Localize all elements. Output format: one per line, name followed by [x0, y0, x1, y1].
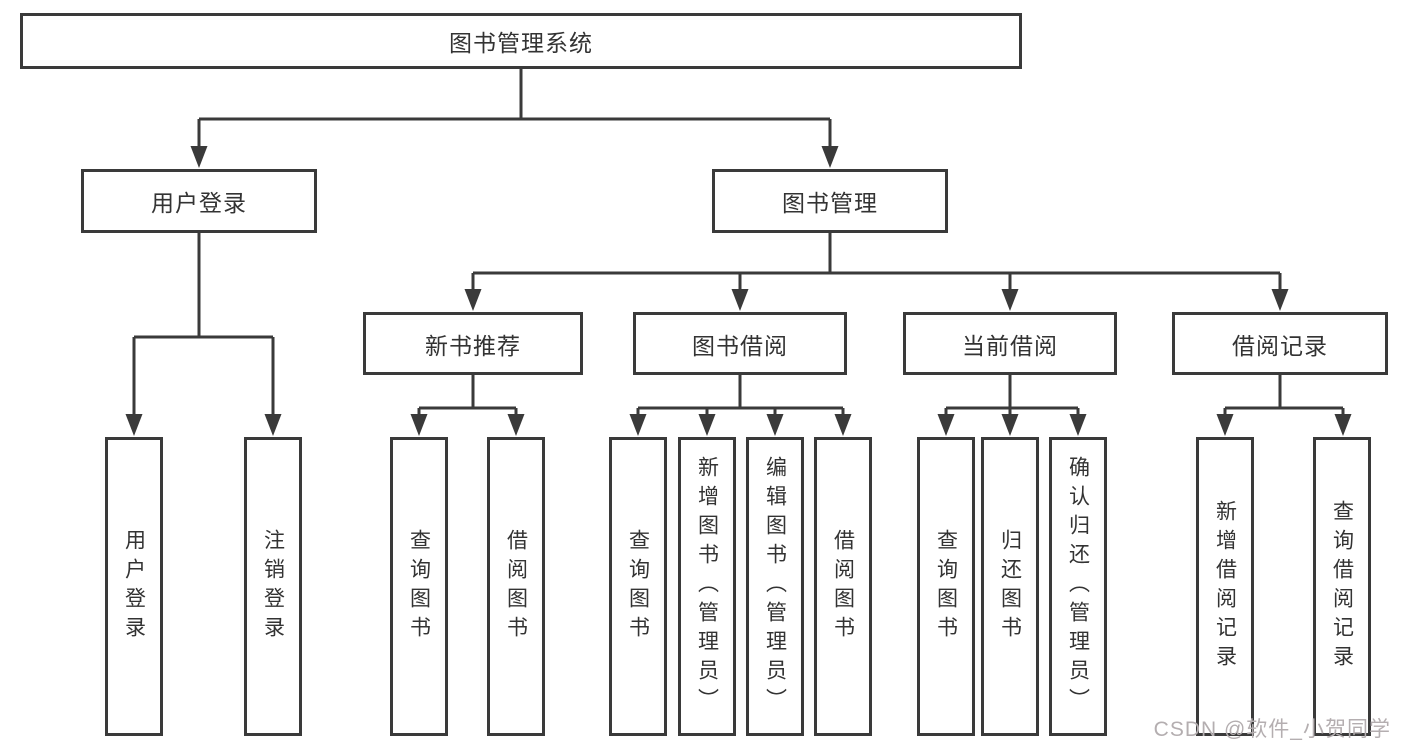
leaf-bb-edit-books-admin-label: 编辑图书（管理员）: [763, 456, 787, 717]
leaf-bb-edit-books-admin: 编辑图书（管理员）: [746, 437, 804, 736]
arrowhead-down-icon: [1001, 414, 1019, 436]
node-book-borrow: 图书借阅: [633, 312, 847, 375]
watermark-text: CSDN @软件_小贺同学: [1153, 718, 1391, 741]
leaf-cb-confirm-return-admin-label: 确认归还（管理员）: [1066, 456, 1090, 717]
leaf-bb-query-books-label: 查询图书: [626, 528, 650, 645]
arrowhead-down-icon: [1334, 414, 1352, 436]
leaf-logout-login-label: 注销登录: [261, 528, 285, 645]
leaf-nbr-query-books: 查询图书: [390, 437, 448, 736]
arrowhead-down-icon: [821, 146, 839, 168]
node-root-label: 图书管理系统: [449, 30, 593, 56]
node-book-borrow-label: 图书借阅: [692, 332, 788, 359]
leaf-br-query-record-label: 查询借阅记录: [1330, 499, 1354, 674]
arrowhead-down-icon: [190, 146, 208, 168]
node-user-login-label: 用户登录: [151, 190, 247, 216]
leaf-cb-confirm-return-admin: 确认归还（管理员）: [1049, 437, 1107, 736]
arrowhead-down-icon: [464, 289, 482, 311]
arrowhead-down-icon: [731, 289, 749, 311]
node-user-login: 用户登录: [81, 169, 317, 233]
node-current-borrow: 当前借阅: [903, 312, 1117, 375]
leaf-cb-return-books: 归还图书: [981, 437, 1039, 736]
node-book-management: 图书管理: [712, 169, 948, 233]
arrowhead-down-icon: [1271, 289, 1289, 311]
leaf-nbr-query-books-label: 查询图书: [407, 528, 431, 645]
leaf-nbr-borrow-books-label: 借阅图书: [504, 528, 528, 645]
node-borrow-records: 借阅记录: [1172, 312, 1388, 375]
arrowhead-down-icon: [1069, 414, 1087, 436]
arrowhead-down-icon: [698, 414, 716, 436]
leaf-bb-query-books: 查询图书: [609, 437, 667, 736]
leaf-bb-borrow-books: 借阅图书: [814, 437, 872, 736]
node-new-book-recommend-label: 新书推荐: [425, 332, 521, 359]
leaf-cb-query-books-label: 查询图书: [934, 528, 958, 645]
arrowhead-down-icon: [125, 414, 143, 436]
leaf-cb-query-books: 查询图书: [917, 437, 975, 736]
arrowhead-down-icon: [410, 414, 428, 436]
leaf-bb-borrow-books-label: 借阅图书: [831, 528, 855, 645]
arrowhead-down-icon: [629, 414, 647, 436]
leaf-bb-add-books-admin-label: 新增图书（管理员）: [695, 456, 719, 717]
leaf-br-add-record: 新增借阅记录: [1196, 437, 1254, 736]
arrowhead-down-icon: [264, 414, 282, 436]
leaf-user-login: 用户登录: [105, 437, 163, 736]
node-new-book-recommend: 新书推荐: [363, 312, 583, 375]
node-root: 图书管理系统: [20, 13, 1022, 69]
arrowhead-down-icon: [937, 414, 955, 436]
leaf-logout-login: 注销登录: [244, 437, 302, 736]
arrowhead-down-icon: [766, 414, 784, 436]
leaf-user-login-label: 用户登录: [122, 528, 146, 645]
leaf-br-query-record: 查询借阅记录: [1313, 437, 1371, 736]
arrowhead-down-icon: [1001, 289, 1019, 311]
node-book-management-label: 图书管理: [782, 190, 878, 216]
leaf-bb-add-books-admin: 新增图书（管理员）: [678, 437, 736, 736]
leaf-br-add-record-label: 新增借阅记录: [1213, 499, 1237, 674]
leaf-nbr-borrow-books: 借阅图书: [487, 437, 545, 736]
node-current-borrow-label: 当前借阅: [962, 332, 1058, 359]
arrowhead-down-icon: [834, 414, 852, 436]
arrowhead-down-icon: [1216, 414, 1234, 436]
arrowhead-down-icon: [507, 414, 525, 436]
node-borrow-records-label: 借阅记录: [1232, 332, 1328, 359]
leaf-cb-return-books-label: 归还图书: [998, 528, 1022, 645]
